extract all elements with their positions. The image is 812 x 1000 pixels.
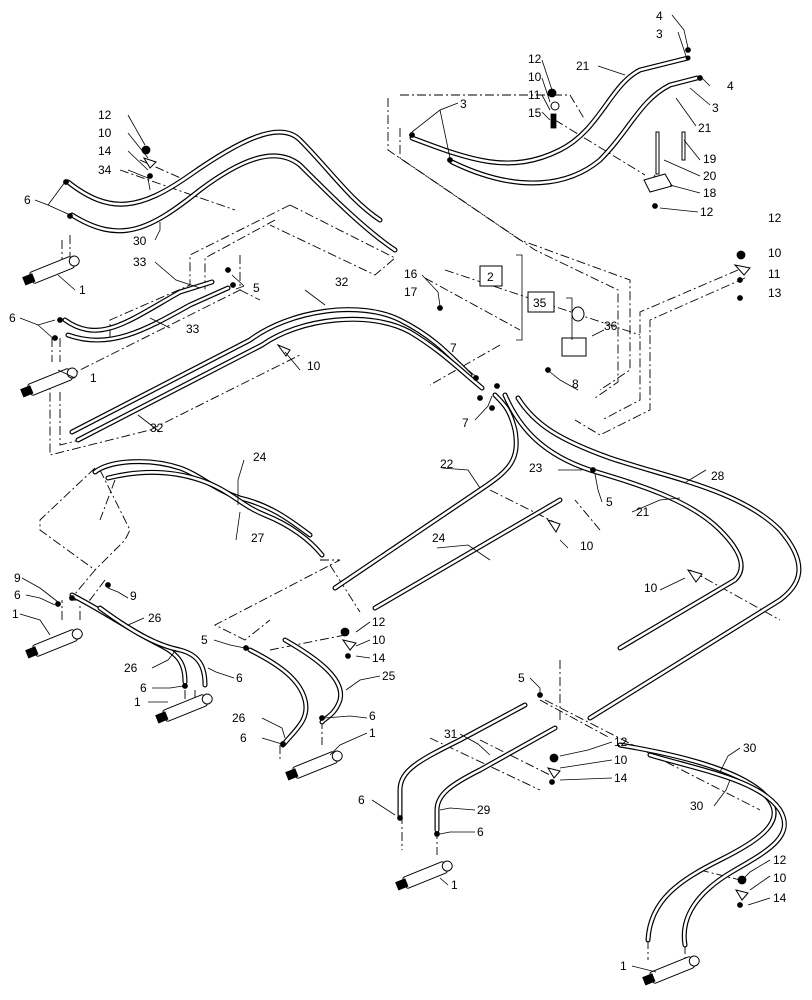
callout-box-2 [479,265,503,287]
callout-6: 6 [477,825,484,839]
callout-12: 12 [768,211,782,225]
callout-12: 12 [773,853,787,867]
callout-6: 6 [240,731,247,745]
callout-1: 1 [369,726,376,740]
callout-10: 10 [372,633,386,647]
callout-box-35 [527,291,555,313]
callout-21: 21 [636,505,650,519]
callout-11: 11 [768,267,781,281]
callout-1: 1 [79,283,86,297]
callout-19: 19 [703,152,717,166]
callout-27: 27 [251,531,265,545]
callout-17: 17 [404,285,418,299]
callout-3: 3 [712,101,719,115]
dash-dot-routing-lines [39,94,781,960]
callout-32: 32 [150,421,164,435]
callout-6: 6 [369,709,376,723]
callout-33: 33 [133,255,147,269]
small-parts [52,47,751,908]
callout-18: 18 [703,186,717,200]
callout-20: 20 [703,169,717,183]
callout-9: 9 [14,571,21,585]
callout-10: 10 [98,126,112,140]
callout-9: 9 [130,589,137,603]
callout-1: 1 [134,695,141,709]
callout-25: 25 [382,669,396,683]
callout-6: 6 [24,193,31,207]
callout-10: 10 [773,871,787,885]
hoses [62,55,802,948]
callout-24: 24 [253,450,267,464]
callout-1: 1 [12,607,19,621]
callout-2: 2 [487,270,494,284]
callout-1: 1 [620,959,627,973]
callout-16: 16 [404,267,418,281]
callout-10: 10 [307,359,321,373]
callout-11: 11 [528,88,541,102]
callout-10: 10 [614,753,628,767]
callout-13: 13 [768,286,782,300]
callout-26: 26 [124,661,138,675]
callout-30: 30 [690,799,704,813]
callout-7: 7 [450,341,457,355]
callout-12: 12 [528,52,542,66]
callout-34: 34 [98,163,112,177]
callout-1: 1 [451,878,458,892]
callout-1: 1 [90,371,97,385]
callout-4: 4 [727,79,734,93]
callout-boxes [479,254,573,341]
callout-labels: 4 3 21 4 3 21 3 12 10 11 15 19 20 18 12 … [9,9,787,973]
callout-14: 14 [98,144,112,158]
callout-6: 6 [358,793,365,807]
callout-12: 12 [98,108,112,122]
callout-5: 5 [606,495,613,509]
callout-24: 24 [432,531,446,545]
callout-6: 6 [14,588,21,602]
callout-14: 14 [614,771,628,785]
callout-29: 29 [477,803,491,817]
callout-31: 31 [444,727,458,741]
callout-6: 6 [236,671,243,685]
callout-12: 12 [372,615,386,629]
callout-21: 21 [576,59,590,73]
callout-26: 26 [232,711,246,725]
callout-5: 5 [201,633,208,647]
callout-6: 6 [140,681,147,695]
callout-5: 5 [253,281,260,295]
callout-3: 3 [460,97,467,111]
callout-8: 8 [572,377,579,391]
callout-4: 4 [656,9,663,23]
callout-23: 23 [529,461,543,475]
callout-21: 21 [698,121,712,135]
callout-12: 12 [614,735,628,749]
callout-30: 30 [743,741,757,755]
callout-10: 10 [768,246,782,260]
callout-28: 28 [711,469,725,483]
callout-10: 10 [580,539,594,553]
callout-14: 14 [773,891,787,905]
callout-26: 26 [148,611,162,625]
callout-10: 10 [528,70,542,84]
callout-36: 36 [604,319,618,333]
callout-22: 22 [440,457,454,471]
callout-30: 30 [133,234,147,248]
callout-32: 32 [335,275,349,289]
callout-33: 33 [186,322,200,336]
cylinders [20,255,700,986]
callout-5: 5 [518,671,525,685]
callout-14: 14 [372,651,386,665]
callout-10: 10 [644,581,658,595]
callout-35: 35 [533,296,547,310]
callout-12: 12 [700,205,714,219]
leader-lines [19,14,771,973]
callout-3: 3 [656,27,663,41]
callout-6: 6 [9,311,16,325]
callout-7: 7 [462,416,469,430]
callout-15: 15 [528,106,542,120]
